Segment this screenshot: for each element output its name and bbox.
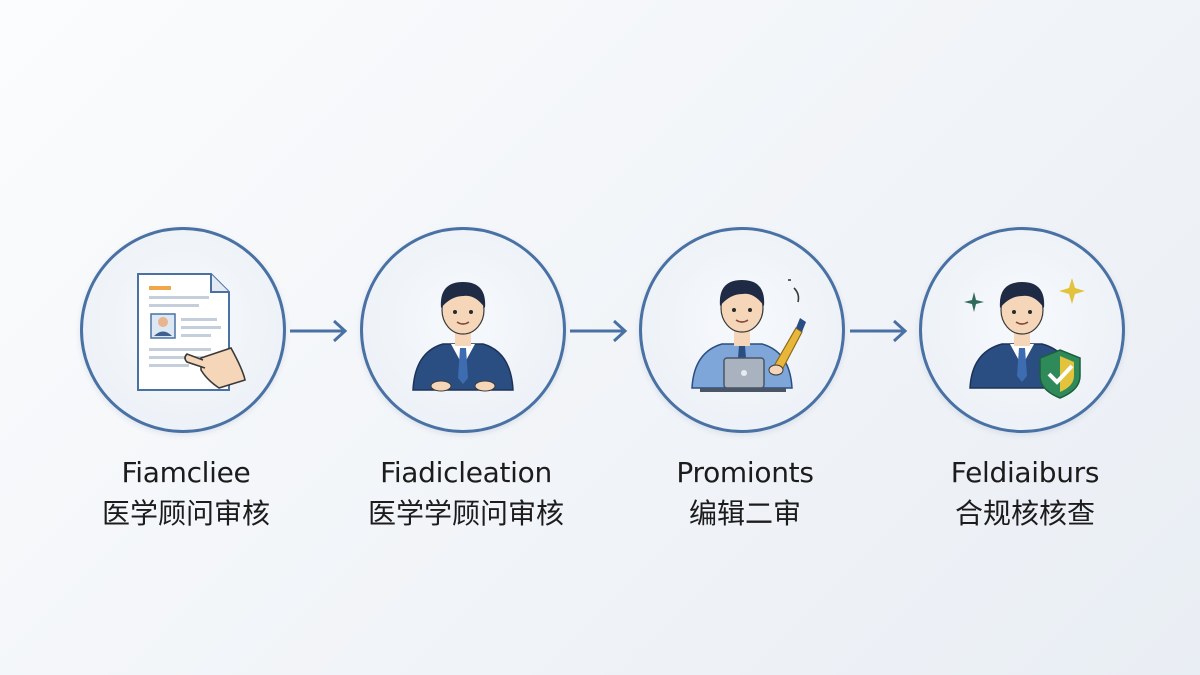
arrow-right-icon — [570, 319, 628, 343]
editor-laptop-icon — [691, 279, 806, 392]
step-3-circle — [639, 227, 845, 433]
document-hand-icon — [137, 273, 246, 391]
step-1-subtitle: 医学顾问审核 — [101, 497, 270, 530]
step-1-title: Fiamcliee — [121, 456, 251, 489]
step-3-title: Promionts — [676, 456, 814, 489]
step-2-title: Fiadicleation — [380, 456, 552, 489]
step-2-circle — [360, 227, 566, 433]
reviewer-icon — [412, 282, 514, 392]
step-4-title: Feldiaiburs — [950, 456, 1100, 489]
step-3-subtitle: 编辑二审 — [688, 497, 801, 530]
compliance-shield-icon — [964, 278, 1085, 399]
step-4-circle — [919, 227, 1125, 433]
arrow-right-icon — [850, 319, 908, 343]
step-1-circle — [80, 227, 286, 433]
step-2-subtitle: 医学学顾问审核 — [367, 497, 564, 530]
arrow-right-icon — [290, 319, 348, 343]
step-4-subtitle: 合规核核查 — [954, 497, 1095, 530]
